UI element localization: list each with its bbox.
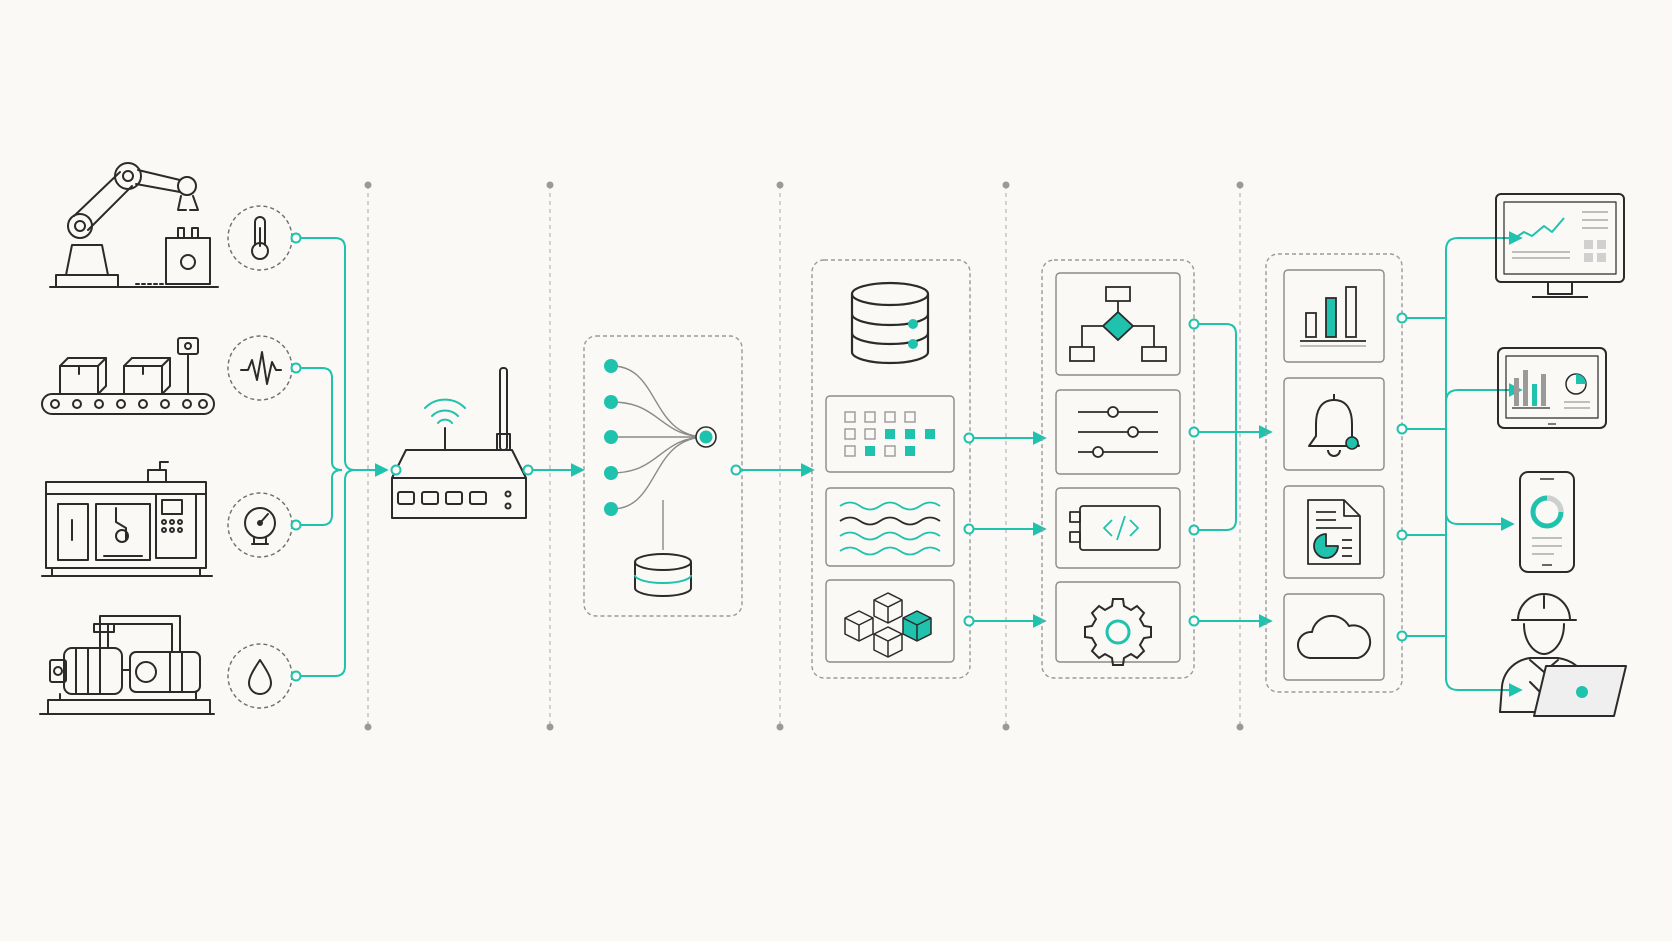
gateway-connector (522, 463, 585, 477)
service-card-alerts (1283, 377, 1385, 471)
sensor-connectors (290, 232, 389, 682)
processing-card-code (1055, 487, 1181, 569)
sensor-vibration (227, 335, 293, 401)
processing-card-gear (1055, 581, 1181, 666)
gear-icon (1084, 598, 1152, 666)
desktop-dashboard-icon (1495, 193, 1625, 298)
pressure-gauge-icon (244, 507, 276, 545)
robot-arm-icon (49, 162, 219, 288)
processing-connectors (1188, 318, 1273, 628)
processing-card-flowchart (1055, 272, 1181, 376)
divider-3 (776, 181, 784, 731)
service-card-analytics (1283, 269, 1385, 363)
ingestion-connector (730, 463, 815, 477)
edge-router-icon (391, 367, 527, 519)
storage-connectors (963, 431, 1047, 628)
machine-robot-arm (49, 162, 219, 288)
bar-chart-icon (1300, 286, 1366, 347)
storage-card-timeseries (825, 395, 955, 473)
tablet-dashboard-icon (1497, 347, 1607, 429)
sensor-flow (227, 643, 293, 709)
cloud-icon (1297, 614, 1372, 659)
storage-panel (811, 259, 971, 679)
ingestion-merge-node (695, 426, 717, 448)
ingestion-input-dots (604, 359, 618, 516)
service-card-reports (1283, 485, 1385, 579)
edge-gateway (390, 367, 527, 519)
thermometer-icon (251, 216, 269, 260)
field-engineer-icon (1499, 593, 1627, 717)
vibration-wave-icon (240, 351, 282, 385)
processing-panel (1041, 259, 1195, 679)
water-drop-icon (248, 659, 272, 695)
mobile-app-icon (1519, 471, 1575, 573)
service-card-cloud (1283, 593, 1385, 681)
services-connectors (1396, 231, 1523, 697)
machine-pump (39, 615, 215, 715)
stream-waves-icon (839, 501, 941, 556)
output-tablet (1497, 347, 1607, 429)
stage-dividers (364, 181, 1244, 731)
processing-card-sliders (1055, 389, 1181, 475)
database-icon (850, 281, 930, 365)
output-desktop (1495, 193, 1625, 298)
report-document-icon (1307, 499, 1361, 565)
storage-card-stream (825, 487, 955, 567)
storage-card-cubes (825, 579, 955, 663)
time-series-grid-icon (844, 411, 935, 457)
code-icon (1069, 505, 1161, 551)
buffer-database-icon (634, 553, 692, 597)
divider-2 (546, 181, 554, 731)
flowchart-icon (1069, 286, 1167, 362)
output-field-engineer (1499, 593, 1627, 717)
wifi-signal-icon (424, 398, 466, 424)
sensor-temperature (227, 205, 293, 271)
services-panel (1265, 253, 1403, 693)
ingestion-merge-lines (611, 365, 707, 550)
sensor-pressure (227, 492, 293, 558)
divider-1 (364, 181, 372, 731)
machine-conveyor-belt (41, 337, 215, 415)
conveyor-belt-icon (41, 337, 215, 415)
output-mobile (1519, 471, 1575, 573)
divider-4 (1002, 181, 1010, 731)
ingestion-panel (583, 335, 743, 617)
cnc-machine-icon (41, 461, 213, 577)
machine-cnc (41, 461, 213, 577)
divider-5 (1236, 181, 1244, 731)
sliders-icon (1078, 406, 1158, 458)
pump-motor-icon (39, 615, 215, 715)
data-cubes-icon (844, 592, 932, 658)
alert-bell-icon (1308, 394, 1360, 457)
